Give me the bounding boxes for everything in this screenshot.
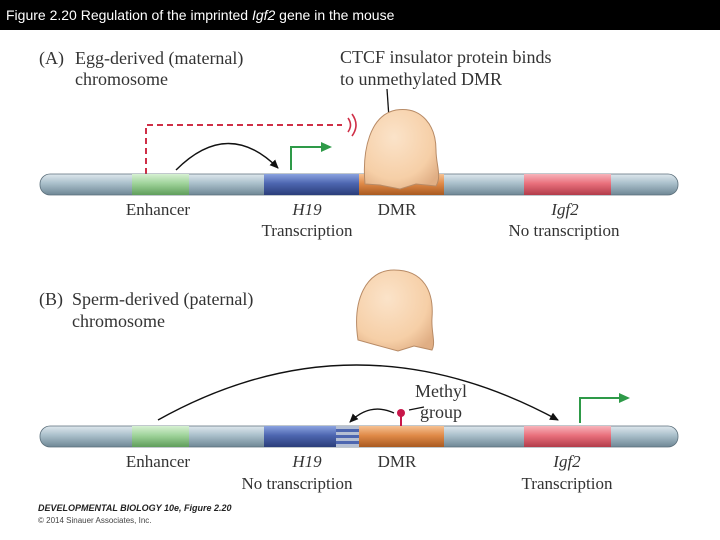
dmr-region [359,426,444,447]
igf2-transcription-arrow [579,393,630,423]
enhancer-label: Enhancer [126,452,191,471]
h19-transcription-arrow [290,142,332,170]
ctcf-protein-bound [363,109,440,190]
imprinting-diagram: (A) Egg-derived (maternal) chromosome CT… [38,47,679,525]
footer-copyright: © 2014 Sinauer Associates, Inc. [38,516,152,525]
panel-a: (A) Egg-derived (maternal) chromosome CT… [39,47,679,240]
insulator-block-waves-icon [347,113,357,137]
enhancer-region [132,426,189,447]
h19-methylated-stripes [336,426,359,447]
figure-title-gene: Igf2 [251,7,276,23]
figure-title: Figure 2.20 Regulation of the imprinted … [0,0,720,30]
methyl-group-pin-icon [397,409,405,426]
h19-status: No transcription [242,474,353,493]
h19-gene [264,174,359,195]
h19-label: H19 [291,200,322,219]
h19-label: H19 [291,452,322,471]
chromosome-paternal [39,425,679,448]
panel-b-letter: (B) [39,289,63,310]
footer-book-credit: DEVELOPMENTAL BIOLOGY 10e, Figure 2.20 [38,503,232,513]
igf2-gene [524,426,611,447]
enhancer-label: Enhancer [126,200,191,219]
panel-b-heading-line1: Sperm-derived (paternal) [72,289,253,310]
h19-status: Transcription [262,221,353,240]
igf2-label: Igf2 [552,452,581,471]
figure-title-suffix: gene in the mouse [275,7,395,23]
igf2-label: Igf2 [550,200,579,219]
dmr-label: DMR [378,452,417,471]
enhancer-to-igf2-arrow [157,364,559,421]
dmr-label: DMR [378,200,417,219]
enhancer-to-h19-arrow [175,142,279,171]
insulator-blocked-path [145,124,342,174]
ctcf-label-line2: to unmethylated DMR [340,69,502,89]
methyl-label-line1: Methyl [415,381,467,401]
ctcf-protein-free [356,269,435,352]
igf2-gene [524,174,611,195]
chromosome-maternal [39,173,679,196]
panel-b-heading-line2: chromosome [72,311,165,331]
methyl-silencing-arrow [349,408,395,423]
enhancer-region [132,174,189,195]
panel-a-letter: (A) [39,48,64,69]
panel-b: (B) Sperm-derived (paternal) chromosome … [39,269,679,493]
methyl-label-line2: group [420,402,462,422]
figure-title-prefix: Figure 2.20 Regulation of the imprinted [6,7,252,23]
panel-a-heading-line2: chromosome [75,69,168,89]
ctcf-label-line1: CTCF insulator protein binds [340,47,552,67]
methyl-pointer-line [408,406,425,411]
h19-gene [264,426,359,447]
igf2-status: No transcription [509,221,620,240]
panel-a-heading-line1: Egg-derived (maternal) [75,48,243,69]
igf2-status: Transcription [522,474,613,493]
